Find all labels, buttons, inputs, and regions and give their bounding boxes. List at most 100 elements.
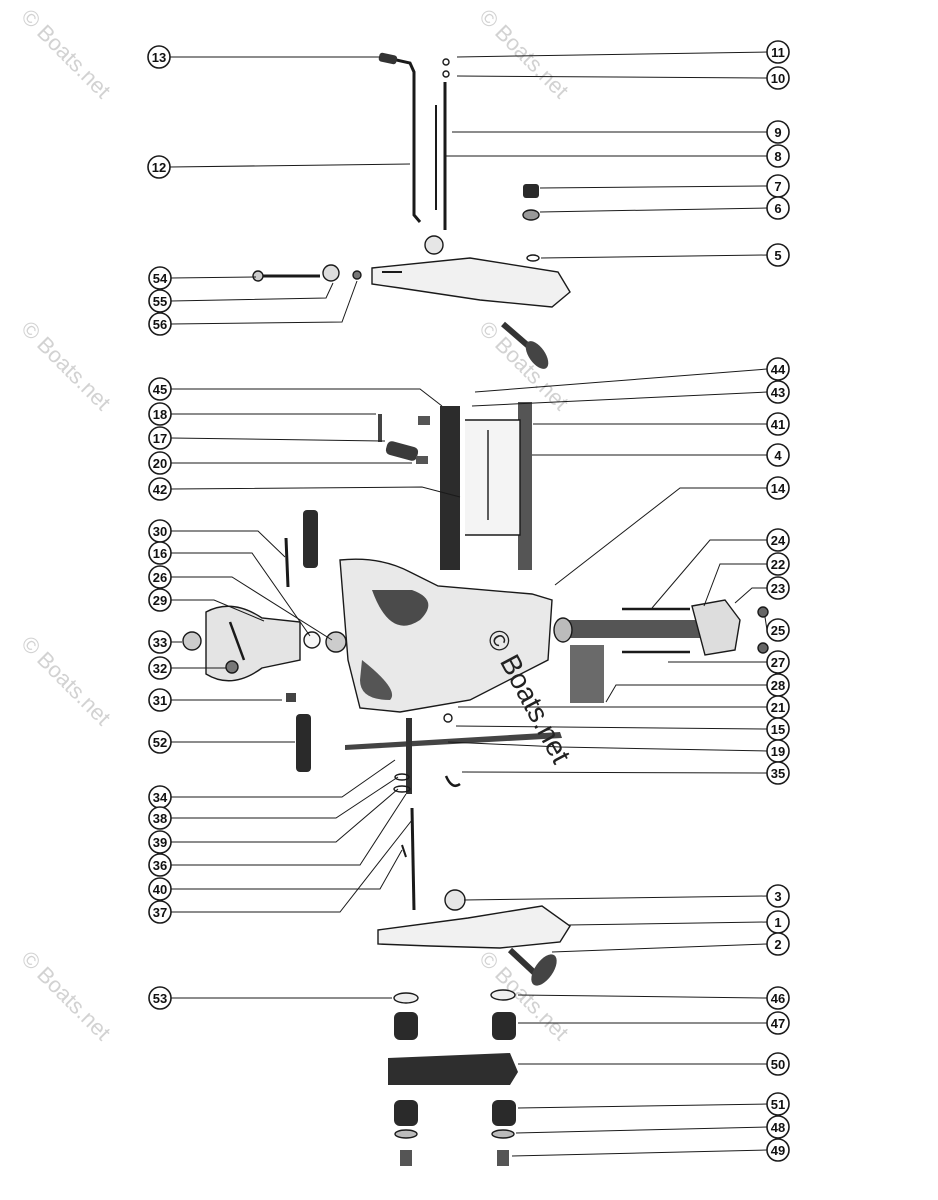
- callout-number-7: 7: [774, 179, 781, 194]
- callout-circle-36: [148, 853, 172, 877]
- callout-circle-47: [766, 1011, 790, 1035]
- callout-number-42: 42: [153, 482, 167, 497]
- part-washer-48: [491, 1129, 515, 1139]
- part-disc: [424, 235, 444, 255]
- callout-number-1: 1: [774, 915, 781, 930]
- callout-number-45: 45: [153, 382, 167, 397]
- callout-number-36: 36: [153, 858, 167, 873]
- part-lower-lever: [377, 905, 571, 949]
- callout-number-9: 9: [774, 125, 781, 140]
- leader-line-34: [171, 759, 396, 798]
- callout-number-38: 38: [153, 811, 167, 826]
- watermark-top-mid: © Boats.net: [474, 4, 573, 103]
- watermark-left-3: © Boats.net: [16, 946, 115, 1045]
- leader-lines: [169, 51, 768, 1157]
- callout-circle-22: [766, 552, 790, 576]
- part-disc-3: [444, 889, 466, 911]
- leader-line-12: [169, 163, 411, 168]
- callout-circle-23: [766, 576, 790, 600]
- parts-artwork: [182, 52, 769, 1166]
- callout-number-8: 8: [774, 149, 781, 164]
- callout-number-2: 2: [774, 937, 781, 952]
- callout-circle-39: [148, 830, 172, 854]
- callout-circle-9: [766, 120, 790, 144]
- callout-circle-5: [766, 243, 790, 267]
- part-mount-bar-50: [388, 1053, 518, 1085]
- callout-number-16: 16: [153, 546, 167, 561]
- part-washer-26: [303, 631, 321, 649]
- part-clip-20: [416, 456, 428, 464]
- callout-number-33: 33: [153, 635, 167, 650]
- callout-number-44: 44: [771, 362, 786, 377]
- callout-number-49: 49: [771, 1143, 785, 1158]
- leader-line-30: [171, 530, 286, 558]
- part-bolt-49: [497, 1150, 509, 1166]
- leader-line-1: [567, 921, 768, 926]
- callout-circle-52: [148, 730, 172, 754]
- callout-number-54: 54: [153, 271, 168, 286]
- part-sleeve-28: [570, 645, 604, 703]
- callout-number-22: 22: [771, 557, 785, 572]
- leader-line-38: [171, 776, 399, 819]
- callout-circle-41: [766, 412, 790, 436]
- leader-line-14: [554, 487, 767, 586]
- callout-number-6: 6: [774, 201, 781, 216]
- callout-circle-14: [766, 476, 790, 500]
- leader-line-5: [540, 254, 768, 259]
- callout-number-30: 30: [153, 524, 167, 539]
- callout-circle-11: [766, 40, 790, 64]
- callout-circle-6: [766, 196, 790, 220]
- callout-circle-4: [766, 443, 790, 467]
- callout-number-35: 35: [771, 766, 785, 781]
- part-nut-31: [286, 693, 296, 702]
- leader-line-44: [474, 368, 768, 393]
- callout-number-51: 51: [771, 1097, 785, 1112]
- leader-line-19: [447, 741, 768, 752]
- leader-line-22: [703, 563, 767, 607]
- leader-line-55: [170, 282, 334, 302]
- callout-circle-17: [148, 426, 172, 450]
- callout-number-40: 40: [153, 882, 167, 897]
- callout-circle-12: [147, 155, 171, 179]
- callout-number-55: 55: [153, 294, 167, 309]
- leader-line-26: [171, 576, 333, 641]
- callout-number-32: 32: [153, 661, 167, 676]
- callout-number-20: 20: [153, 456, 167, 471]
- leader-line-17: [170, 437, 386, 442]
- watermark-left-1: © Boats.net: [16, 316, 115, 415]
- leader-line-28: [605, 684, 767, 703]
- callout-circle-40: [148, 877, 172, 901]
- part-shift-rod-bent: [382, 55, 422, 223]
- callout-number-27: 27: [771, 655, 785, 670]
- callout-circle-51: [766, 1092, 790, 1116]
- part-mount-lower-left: [394, 1100, 418, 1126]
- callout-circle-31: [148, 688, 172, 712]
- callout-circle-35: [766, 761, 790, 785]
- leader-line-49: [511, 1149, 768, 1157]
- leader-line-2: [551, 943, 768, 953]
- watermark-left-2: © Boats.net: [16, 631, 115, 730]
- callout-circle-38: [148, 806, 172, 830]
- callout-number-24: 24: [771, 533, 786, 548]
- part-upper-lever: [371, 257, 571, 308]
- callout-number-17: 17: [153, 431, 167, 446]
- part-rod-grip: [378, 52, 398, 65]
- part-mount-47: [492, 1012, 516, 1040]
- callout-number-31: 31: [153, 693, 167, 708]
- leader-line-45: [171, 388, 443, 407]
- part-spring-52: [296, 714, 311, 772]
- leader-line-51: [517, 1103, 768, 1109]
- callout-circle-16: [148, 541, 172, 565]
- callout-number-34: 34: [153, 790, 168, 805]
- callout-number-43: 43: [771, 385, 785, 400]
- callout-number-56: 56: [153, 317, 167, 332]
- callout-number-37: 37: [153, 905, 167, 920]
- callout-circle-26: [148, 565, 172, 589]
- callout-number-15: 15: [771, 722, 785, 737]
- callout-number-13: 13: [152, 50, 166, 65]
- part-shaft-4: [518, 402, 532, 570]
- leader-line-35: [461, 771, 768, 774]
- leader-line-23: [734, 587, 767, 604]
- callout-circle-45: [148, 377, 172, 401]
- leader-line-54: [170, 276, 257, 279]
